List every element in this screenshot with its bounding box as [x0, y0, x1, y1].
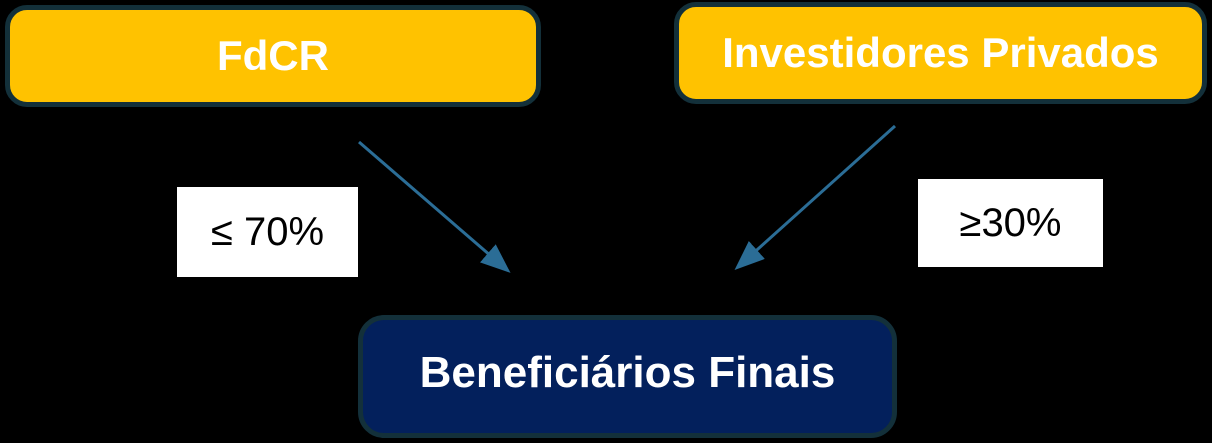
- node-fdcr: FdCR: [5, 5, 541, 107]
- node-fdcr-label: FdCR: [217, 32, 329, 79]
- node-beneficiarios-finais: Beneficiários Finais: [358, 315, 897, 438]
- node-investidores-privados: Investidores Privados: [674, 2, 1207, 104]
- node-beneficiarios-finais-label: Beneficiários Finais: [419, 347, 836, 397]
- edge-label-investors-share: ≥30%: [918, 179, 1103, 267]
- edge-label-fdcr-share: ≤ 70%: [177, 187, 358, 277]
- edge-label-fdcr-share-text: ≤ 70%: [210, 209, 325, 254]
- arrow-investors-to-beneficiaries: [734, 124, 897, 271]
- node-investidores-privados-label: Investidores Privados: [722, 29, 1159, 76]
- arrow-fdcr-to-beneficiaries: [358, 140, 511, 273]
- edge-label-investors-share-text: ≥30%: [959, 200, 1062, 245]
